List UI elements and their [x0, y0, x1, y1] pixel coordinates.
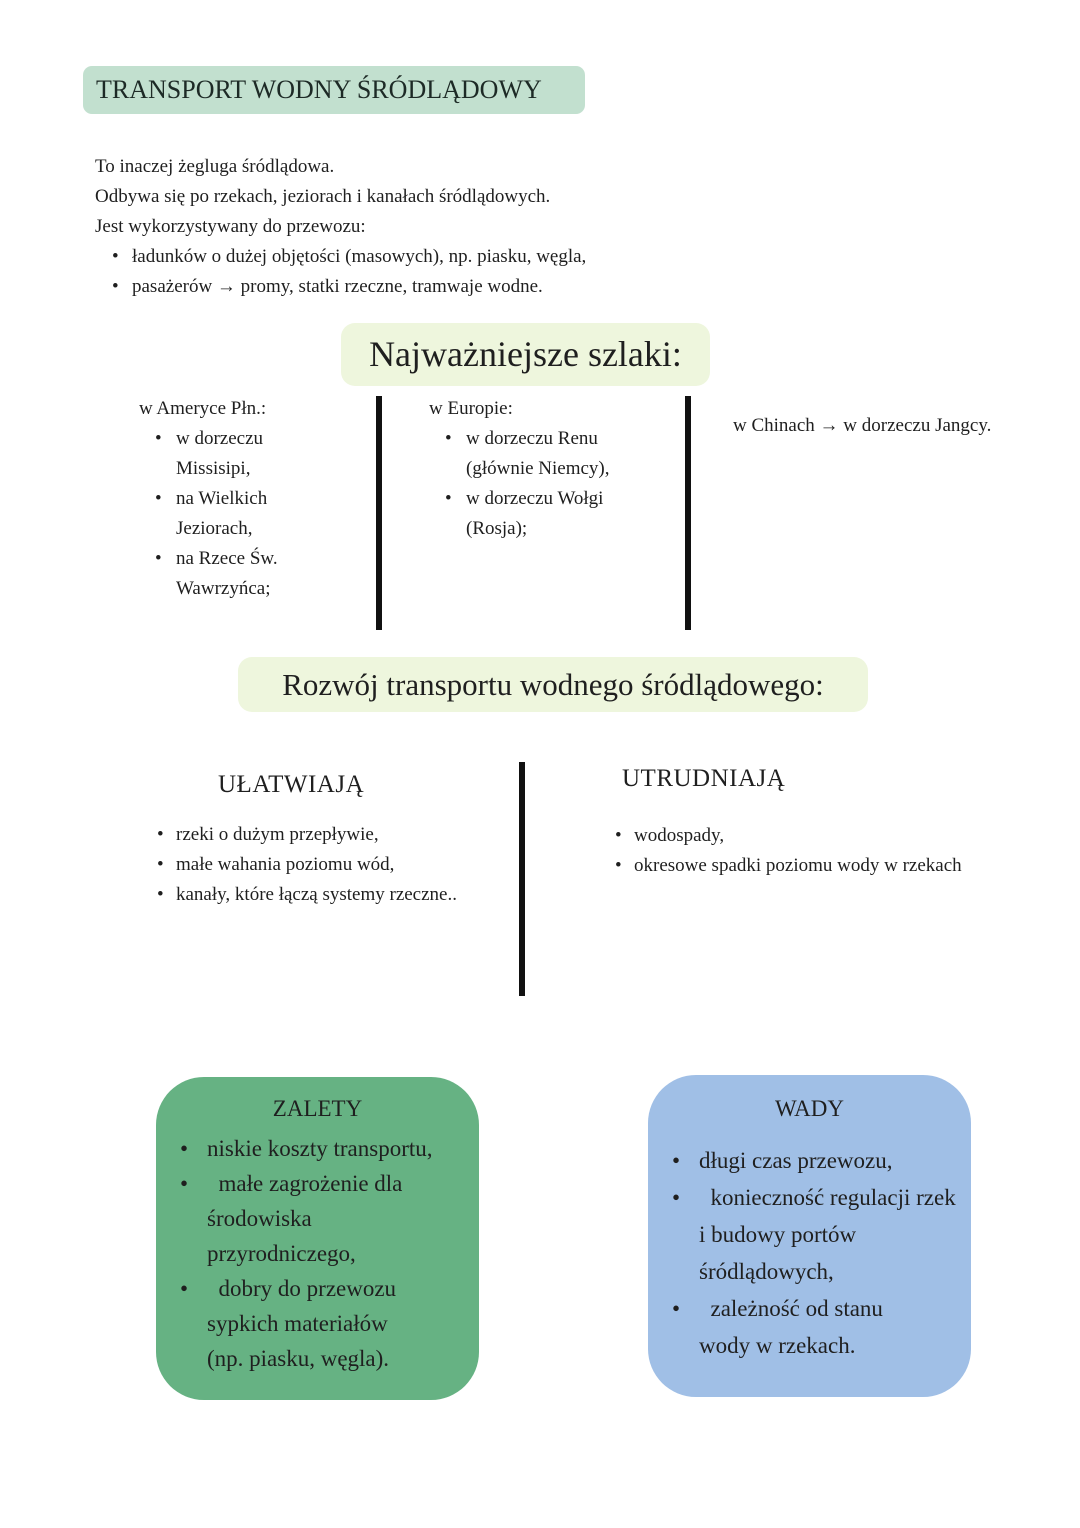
disadvantages-title: WADY	[775, 1096, 844, 1121]
list-item: małe wahania poziomu wód,	[153, 850, 457, 880]
development-heading: Rozwój transportu wodnego śródlądowego:	[238, 657, 868, 712]
hinders-heading: UTRUDNIAJĄ	[622, 765, 786, 792]
list-item: kanały, które łączą systemy rzeczne..	[153, 880, 457, 910]
advantages-list: niskie koszty transportu, małe zagrożeni…	[156, 1131, 479, 1376]
list-item: dobry do przewozu sypkich materiałów (np…	[156, 1271, 433, 1376]
list-item: rzeki o dużym przepływie,	[153, 820, 457, 850]
helps-section: rzeki o dużym przepływie, małe wahania p…	[153, 820, 457, 910]
region-label: w Europie:	[429, 398, 513, 419]
helps-list: rzeki o dużym przepływie, małe wahania p…	[153, 820, 457, 910]
list-item: małe zagrożenie dla środowiska przyrodni…	[156, 1166, 413, 1271]
page-title: TRANSPORT WODNY ŚRÓDLĄDOWY	[83, 66, 585, 114]
column-divider	[519, 762, 525, 996]
disadvantages-list: długi czas przewozu, konieczność regulac…	[648, 1142, 971, 1364]
column-divider	[685, 396, 691, 630]
list-item: pasażerów → promy, statki rzeczne, tramw…	[95, 272, 586, 302]
hinders-section: wodospady, okresowe spadki poziomu wody …	[611, 821, 962, 881]
column-divider	[376, 396, 382, 630]
advantages-card: ZALETY niskie koszty transportu, małe za…	[156, 1077, 479, 1400]
list-item: ładunków o dużej objętości (masowych), n…	[95, 242, 586, 272]
list-item: zależność od stanu wody w rzekach.	[648, 1290, 925, 1364]
list-item: długi czas przewozu,	[648, 1142, 971, 1179]
route-list: w dorzeczu Missisipi, na Wielkich Jezior…	[139, 424, 339, 604]
list-item: konieczność regulacji rzek i budowy port…	[648, 1179, 965, 1290]
intro-line: To inaczej żegluga śródlądowa.	[95, 156, 335, 177]
advantages-title: ZALETY	[272, 1096, 363, 1121]
intro-line: Jest wykorzystywany do przewozu:	[95, 216, 366, 237]
routes-europe: w Europie: w dorzeczu Renu (głównie Niem…	[429, 394, 659, 544]
hinders-list: wodospady, okresowe spadki poziomu wody …	[611, 821, 962, 881]
list-item: w dorzeczu Missisipi,	[139, 424, 272, 484]
routes-america: w Ameryce Płn.: w dorzeczu Missisipi, na…	[139, 394, 339, 604]
routes-china: w Chinach → w dorzeczu Jangcy.	[733, 411, 991, 441]
helps-heading: UŁATWIAJĄ	[218, 771, 365, 798]
region-label: w Ameryce Płn.:	[139, 398, 267, 419]
routes-heading: Najważniejsze szlaki:	[341, 323, 710, 386]
route-list: w dorzeczu Renu (głównie Niemcy), w dorz…	[429, 424, 659, 544]
list-item: wodospady,	[611, 821, 962, 851]
disadvantages-card: WADY długi czas przewozu, konieczność re…	[648, 1075, 971, 1397]
list-item: okresowe spadki poziomu wody w rzekach	[611, 851, 962, 881]
transport-uses-list: ładunków o dużej objętości (masowych), n…	[95, 242, 586, 302]
list-item: niskie koszty transportu,	[156, 1131, 479, 1166]
region-label: w Chinach → w dorzeczu Jangcy.	[733, 415, 992, 436]
list-item: w dorzeczu Wołgi (Rosja);	[429, 484, 621, 544]
list-item: w dorzeczu Renu (głównie Niemcy),	[429, 424, 616, 484]
intro-line: Odbywa się po rzekach, jeziorach i kanał…	[95, 186, 551, 207]
list-item: na Wielkich Jeziorach,	[139, 484, 296, 544]
intro-section: To inaczej żegluga śródlądowa. Odbywa si…	[95, 152, 586, 302]
list-item: na Rzece Św. Wawrzyńca;	[139, 544, 296, 604]
